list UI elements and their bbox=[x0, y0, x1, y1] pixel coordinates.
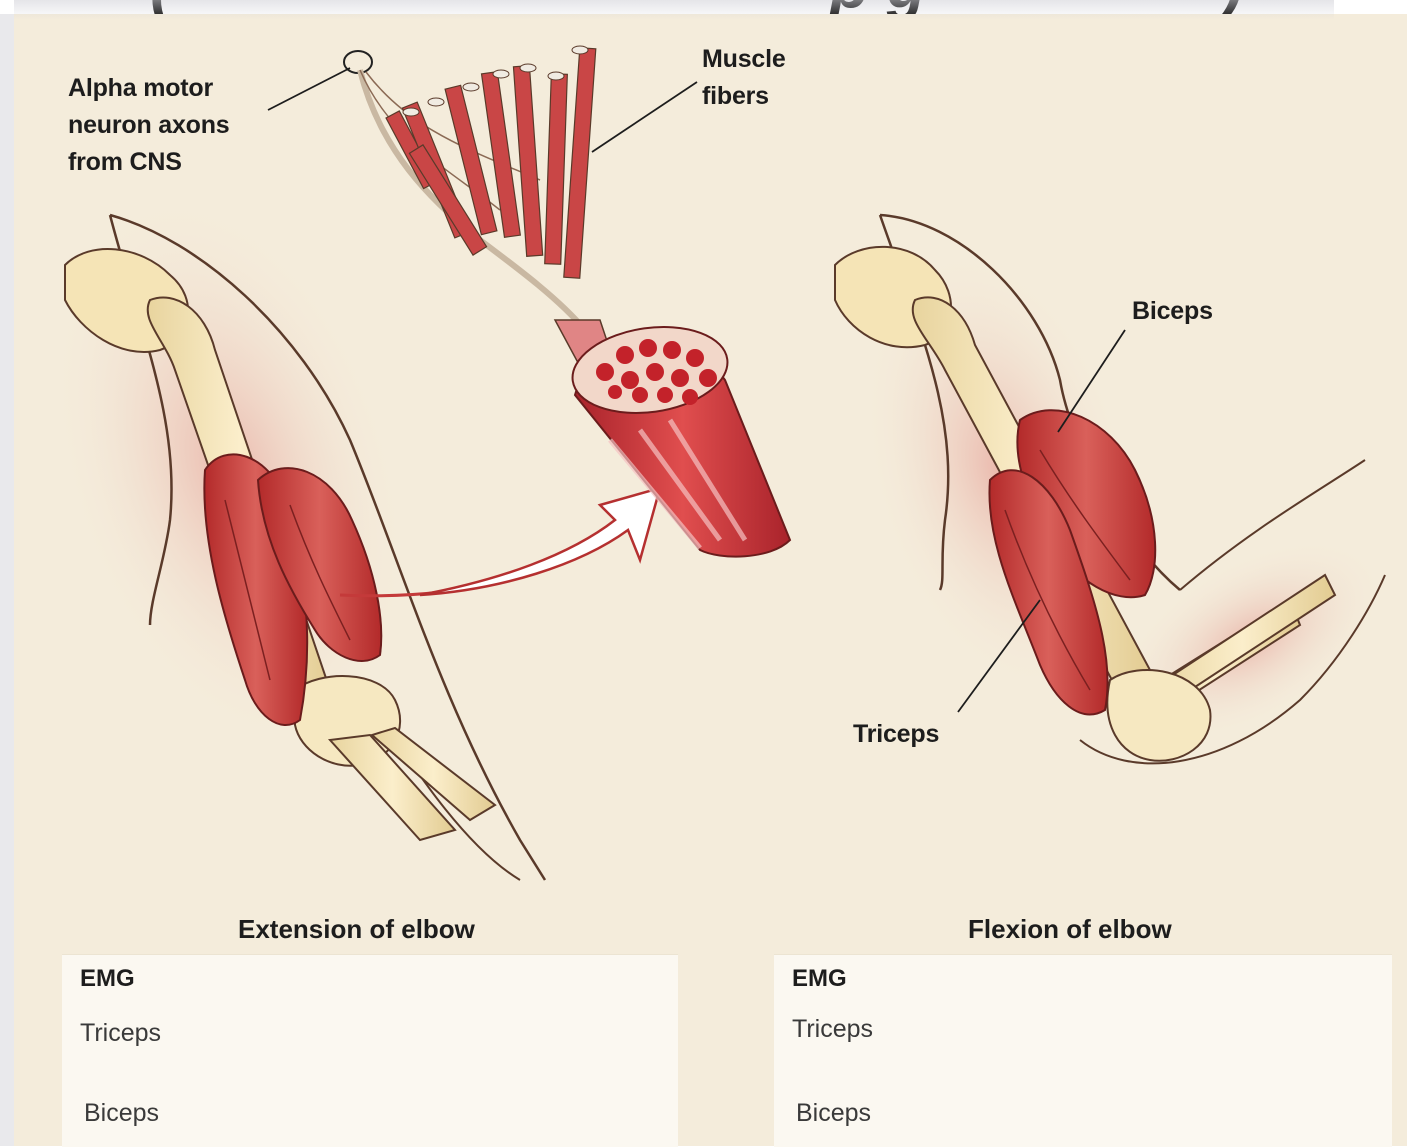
label-muscle-fibers-line1: Muscle bbox=[702, 41, 786, 78]
label-muscle-fibers-line2: fibers bbox=[702, 78, 786, 115]
flexed-arm bbox=[815, 214, 1407, 784]
label-biceps: Biceps bbox=[1132, 293, 1213, 330]
emg-panel-extension: EMG Triceps Biceps bbox=[62, 954, 678, 1147]
extended-arm bbox=[0, 143, 545, 880]
label-alpha-motor-line3: from CNS bbox=[68, 144, 230, 181]
leader-alpha-motor bbox=[268, 68, 350, 110]
label-alpha-motor-line2: neuron axons bbox=[68, 107, 230, 144]
emg-tag: EMG bbox=[792, 965, 847, 993]
emg-tag: EMG bbox=[80, 965, 135, 993]
label-alpha-motor: Alpha motor neuron axons from CNS bbox=[68, 70, 230, 181]
emg-row-label-biceps: Biceps bbox=[796, 1099, 871, 1128]
label-muscle-fibers: Muscle fibers bbox=[702, 41, 786, 115]
emg-row-label-biceps: Biceps bbox=[84, 1099, 159, 1128]
panel-heading-extension: Extension of elbow bbox=[238, 914, 475, 945]
label-alpha-motor-line1: Alpha motor bbox=[68, 70, 230, 107]
emg-row-label-triceps: Triceps bbox=[80, 1019, 161, 1048]
label-triceps: Triceps bbox=[853, 716, 939, 753]
panel-heading-flexion: Flexion of elbow bbox=[968, 914, 1172, 945]
leader-muscle-fibers bbox=[592, 82, 697, 152]
emg-panel-flexion: EMG Triceps Biceps bbox=[774, 954, 1392, 1147]
muscle-bundle bbox=[344, 46, 790, 557]
emg-row-label-triceps: Triceps bbox=[792, 1015, 873, 1044]
